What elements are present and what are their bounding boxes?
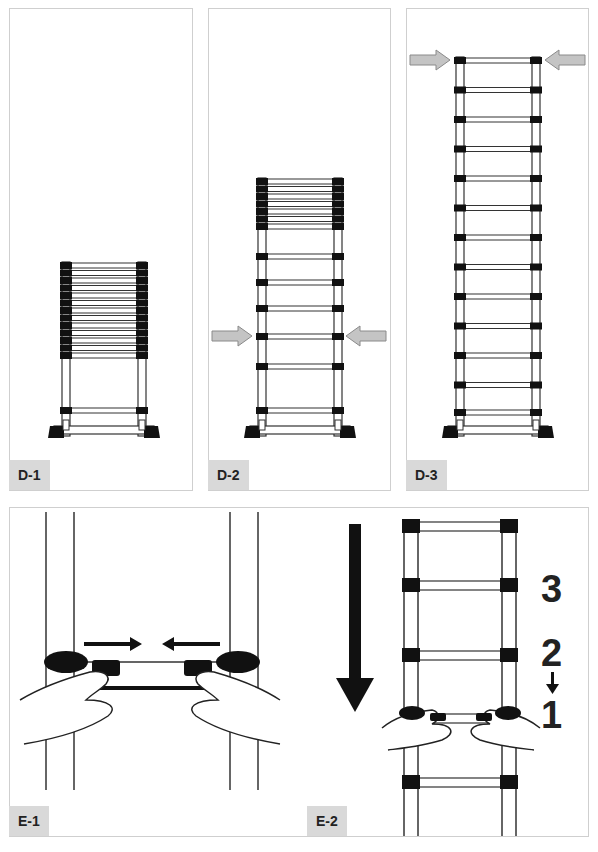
telescopic-ladder: [442, 57, 554, 438]
hand: [20, 672, 280, 744]
telescopic-ladder: [48, 262, 160, 438]
ladder-rung: [256, 407, 344, 414]
press-arrow: [162, 637, 220, 651]
panel-frame: [407, 9, 589, 491]
ladder-rung: [60, 262, 148, 269]
step-number: 3: [541, 570, 562, 608]
ladder-rung: [60, 300, 148, 307]
ladder-rung: [256, 178, 344, 185]
push-arrow: [410, 50, 450, 70]
telescopic-ladder: [244, 178, 356, 438]
ladder-rung: [454, 264, 542, 271]
panel-frame: [209, 9, 391, 491]
ladder-rung: [454, 205, 542, 212]
ladder-rung: [256, 223, 344, 230]
push-arrow: [212, 326, 252, 346]
ladder-rung: [60, 337, 148, 344]
panel-tag: E-2: [307, 806, 347, 836]
ladder-rung: [256, 305, 344, 312]
panel-tag: D-1: [9, 460, 50, 490]
ladder-rung: [454, 87, 542, 94]
ladder-rung: [60, 277, 148, 284]
step-number: 2: [541, 634, 562, 672]
panel-frame: [10, 508, 589, 837]
ladder-rung: [256, 363, 344, 370]
panel-tag: E-1: [9, 806, 49, 836]
ladder-rung: [454, 323, 542, 330]
ladder-rung: [454, 146, 542, 153]
ladder-rung: [60, 407, 148, 414]
ladder-rung: [256, 201, 344, 208]
ladder-rung: [454, 352, 542, 359]
ladder-rung: [60, 315, 148, 322]
ladder-rung: [454, 116, 542, 123]
ladder-rung: [454, 409, 542, 416]
panel-tag: D-3: [406, 460, 447, 490]
ladder-rung: [256, 333, 344, 340]
ladder-rung: [256, 186, 344, 193]
panel-tag: D-2: [208, 460, 249, 490]
push-arrow: [346, 326, 386, 346]
ladder-rung: [60, 292, 148, 299]
ladder-rung: [256, 208, 344, 215]
ladder-rung: [402, 775, 518, 789]
ladder-rung: [256, 253, 344, 260]
ladder-rung: [454, 57, 542, 64]
panel-frame: [10, 9, 193, 491]
ladder-rung: [454, 175, 542, 182]
ladder-rung: [60, 330, 148, 337]
ladder-rung: [60, 270, 148, 277]
ladder-rung: [60, 352, 148, 359]
ladder-rung: [454, 382, 542, 389]
ladder-rung: [454, 293, 542, 300]
ladder-rung: [60, 322, 148, 329]
ladder-rung: [60, 307, 148, 314]
slide-arrow: [336, 678, 374, 712]
ladder-rung: [256, 216, 344, 223]
press-arrow: [84, 637, 142, 651]
ladder-rung: [402, 578, 518, 592]
ladder-rung: [256, 279, 344, 286]
ladder-rung: [60, 345, 148, 352]
ladder-rung: [60, 285, 148, 292]
ladder-rung: [454, 234, 542, 241]
ladder-rung: [256, 193, 344, 200]
ladder-rung: [402, 519, 518, 533]
push-arrow: [545, 50, 585, 70]
ladder-rung: [402, 648, 518, 662]
step-number: 1: [541, 696, 562, 734]
